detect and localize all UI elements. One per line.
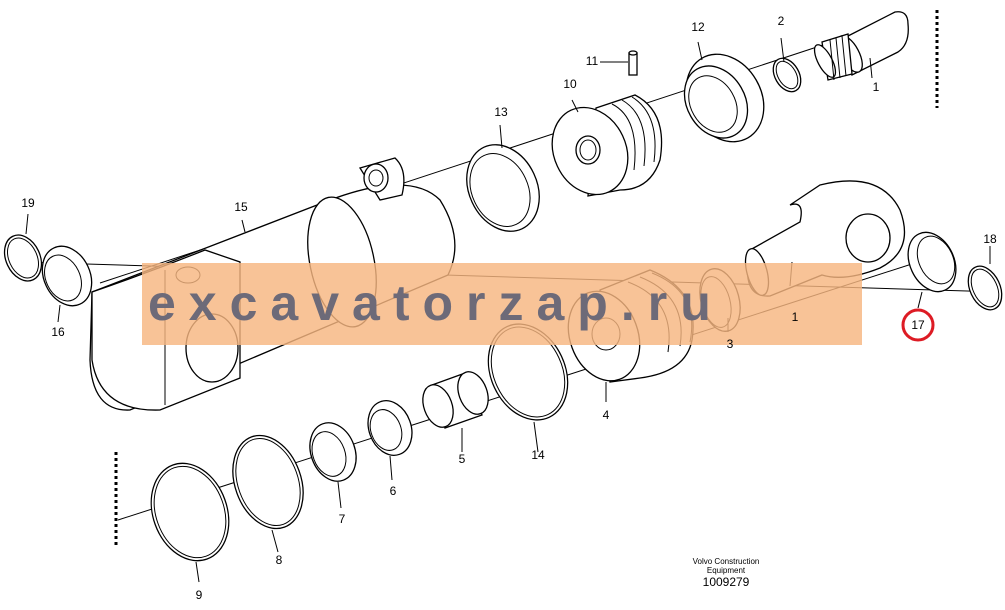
label-part-7: 7	[339, 512, 346, 526]
label-part-18: 18	[983, 232, 997, 246]
o-ring-small-part	[772, 57, 802, 93]
label-part-1-top: 1	[873, 80, 880, 94]
watermark-band	[142, 263, 862, 345]
watermark-text: excavatorzap.ru	[148, 275, 724, 331]
highlighted-part-17: 17	[901, 308, 935, 342]
bushing-right-part	[907, 231, 957, 293]
rod-seal-part	[309, 422, 357, 482]
label-part-16: 16	[51, 325, 65, 339]
label-part-1-bottom: 1	[792, 310, 799, 324]
set-screw-part	[628, 50, 638, 76]
manufacturer-line-2: Equipment	[707, 566, 746, 575]
label-part-3: 3	[727, 337, 734, 351]
o-ring-bottom-part	[150, 462, 230, 562]
label-part-14: 14	[531, 448, 545, 462]
o-ring-left-part	[3, 234, 43, 282]
piston-rod-part	[813, 11, 909, 81]
back-up-ring-part	[466, 144, 540, 232]
label-part-9: 9	[196, 588, 203, 602]
label-part-2: 2	[778, 14, 785, 28]
label-part-17: 17	[911, 318, 925, 332]
label-part-4: 4	[603, 408, 610, 422]
bushing-left-part	[41, 245, 93, 307]
piston-part	[551, 94, 663, 197]
highlight-circle	[901, 308, 935, 342]
label-part-10: 10	[563, 77, 577, 91]
label-part-15: 15	[234, 200, 248, 214]
frame-edges	[114, 10, 939, 545]
drawing-footer: Volvo Construction Equipment 1009279	[693, 557, 760, 589]
o-ring-medium-part	[232, 434, 304, 530]
label-part-13: 13	[494, 105, 508, 119]
label-part-8: 8	[276, 553, 283, 567]
o-ring-right-part	[967, 265, 1003, 311]
label-part-6: 6	[390, 484, 397, 498]
label-part-12: 12	[691, 20, 705, 34]
watermark: excavatorzap.ru	[142, 263, 862, 345]
label-part-19: 19	[21, 196, 35, 210]
label-part-5: 5	[459, 452, 466, 466]
drawing-number: 1009279	[703, 575, 750, 589]
wiper-ring-part	[367, 400, 413, 456]
guide-bushing-part	[422, 371, 489, 429]
part-labels: 1 2 12 11 10 13 15 19 16 1 3 18 4 14 5 6…	[21, 14, 997, 602]
label-part-11: 11	[586, 54, 599, 68]
guide-ring-part	[683, 53, 765, 143]
manufacturer-line-1: Volvo Construction	[693, 557, 760, 566]
